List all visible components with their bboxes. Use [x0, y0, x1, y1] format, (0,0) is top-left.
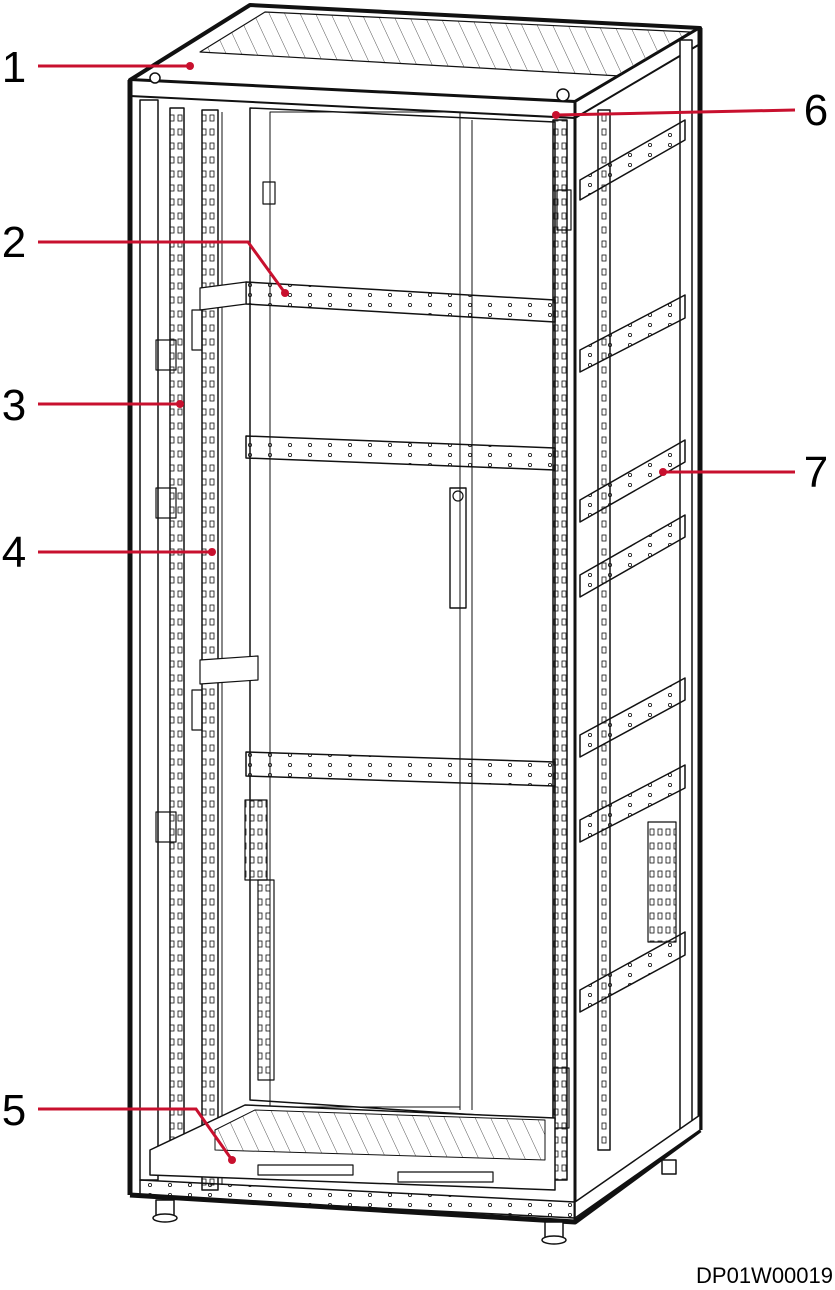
callout-5-leader — [38, 1107, 234, 1161]
callout-6-dot — [552, 111, 560, 119]
callout-labels: 1 2 3 4 5 6 7 — [2, 43, 828, 1135]
base-plate — [139, 1104, 701, 1219]
callout-6-number: 6 — [804, 86, 828, 135]
figure-code: DP01W00019 — [696, 1263, 833, 1288]
callout-leaders — [38, 62, 796, 1164]
back-frame — [249, 107, 556, 1121]
callout-2-dot — [281, 289, 289, 297]
side-cable-rails — [579, 119, 686, 1013]
top-cover — [128, 3, 702, 119]
callout-3-dot — [176, 400, 184, 408]
left-side-brackets — [155, 309, 677, 1081]
callout-5-number: 5 — [2, 1086, 26, 1135]
callout-6-leader — [555, 108, 796, 117]
callout-1-dot — [186, 62, 194, 70]
callout-4-number: 4 — [2, 528, 26, 577]
callout-2-leader — [38, 240, 287, 294]
left-posts — [139, 99, 223, 1191]
leveling-feet — [152, 1159, 677, 1245]
mounting-rail-front — [201, 109, 219, 1191]
callout-7-dot — [659, 468, 667, 476]
back-panel-left — [269, 111, 461, 1108]
callout-4-dot — [208, 548, 216, 556]
horizontal-beams — [199, 281, 556, 787]
callout-5-dot — [228, 1156, 236, 1164]
callout-7-number: 7 — [804, 448, 828, 497]
callout-1-number: 1 — [2, 43, 26, 92]
callout-3-number: 3 — [2, 381, 26, 430]
right-posts — [552, 39, 693, 1181]
latch-hardware — [262, 181, 572, 1129]
cabinet-frame — [127, 3, 703, 1245]
callout-2-number: 2 — [2, 218, 26, 267]
